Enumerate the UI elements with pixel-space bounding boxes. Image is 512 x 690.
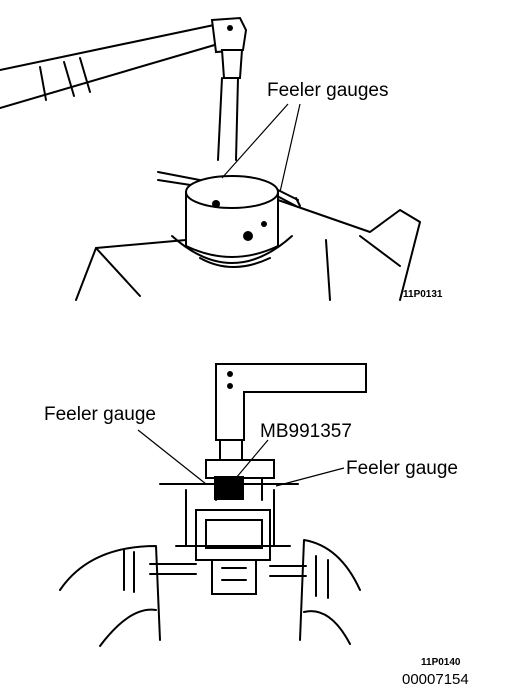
leader-feeler-gauges-1 — [221, 103, 289, 179]
bottom-housing — [175, 489, 291, 595]
figure-code-bottom: 11P0140 — [421, 657, 461, 668]
figure-code-top: 11P0131 — [403, 289, 443, 300]
document-code: 00007154 — [402, 671, 469, 688]
top-illustration — [0, 16, 421, 301]
leader-feeler-gauge-left — [137, 429, 207, 485]
special-tool — [205, 459, 275, 501]
wrench-handle — [0, 24, 219, 109]
wrench-head — [210, 16, 248, 79]
leader-feeler-gauge-right — [275, 467, 345, 487]
differential-housing — [171, 175, 293, 268]
leader-tool — [235, 439, 269, 479]
extension-shaft — [217, 77, 239, 161]
label-tool-number: MB991357 — [260, 421, 352, 442]
label-feeler-gauge-right: Feeler gauge — [346, 458, 458, 479]
label-feeler-gauges: Feeler gauges — [267, 80, 388, 101]
tool-bar — [215, 363, 367, 461]
label-feeler-gauge-left: Feeler gauge — [44, 404, 156, 425]
side-carriers — [59, 539, 361, 647]
bottom-illustration — [59, 363, 367, 647]
transaxle-case — [75, 199, 421, 301]
leader-feeler-gauges-2 — [279, 103, 301, 193]
